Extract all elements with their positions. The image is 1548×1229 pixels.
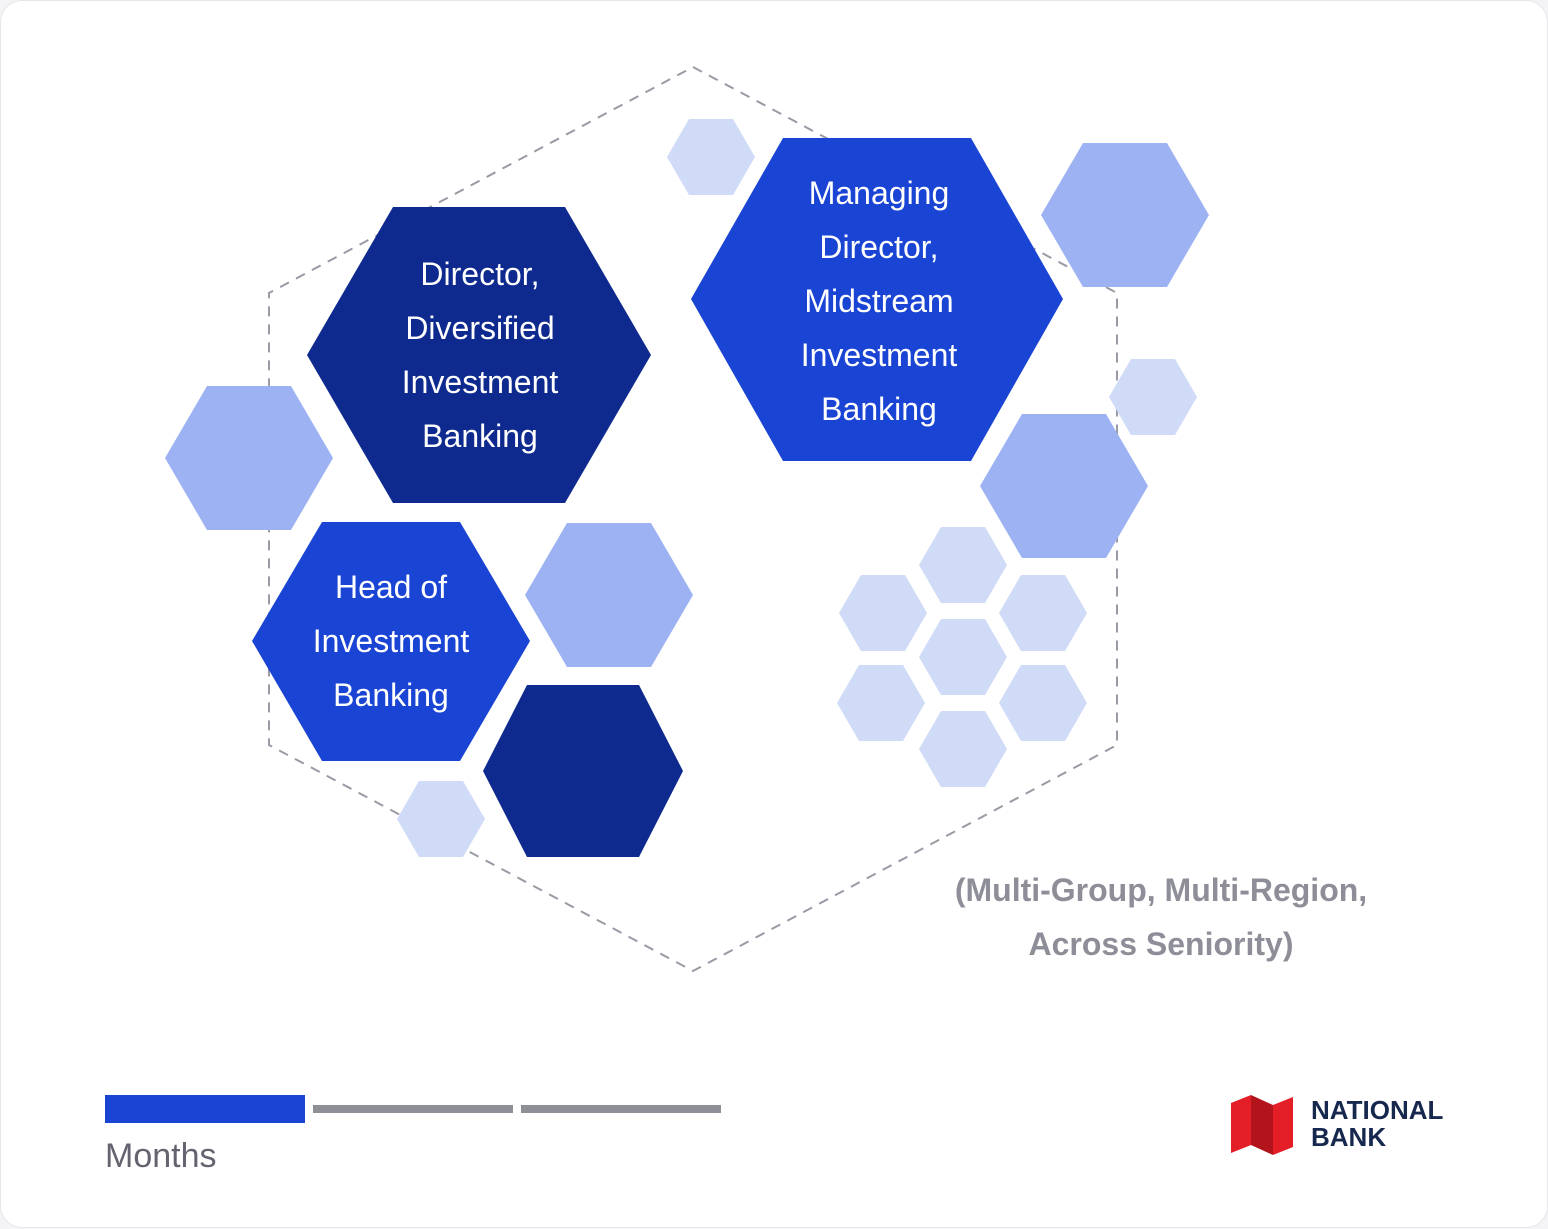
pale-hexagon xyxy=(1109,359,1197,435)
periwinkle-hexagon xyxy=(525,523,693,667)
pale-hexagon xyxy=(667,119,755,195)
cluster-hexagon xyxy=(839,575,927,651)
logo-wordmark: NATIONAL BANK xyxy=(1311,1097,1443,1151)
role-label-line: Investment xyxy=(801,337,958,373)
role-label-line: Head of xyxy=(335,569,447,605)
national-bank-flag-icon xyxy=(1231,1095,1293,1155)
cluster-hexagon xyxy=(999,665,1087,741)
role-label-line: Managing xyxy=(809,175,950,211)
progress-segment xyxy=(313,1105,513,1113)
role-label-line: Banking xyxy=(422,418,538,454)
role-label-line: Investment xyxy=(313,623,470,659)
cluster-hexagon xyxy=(919,711,1007,787)
navy-hexagon xyxy=(483,685,683,857)
role-label-line: Investment xyxy=(402,364,559,400)
role-label-line: Director, xyxy=(420,256,539,292)
cluster-hexagon xyxy=(919,619,1007,695)
dashed-outline-hexagon xyxy=(268,65,1118,973)
periwinkle-hexagon xyxy=(1041,143,1209,287)
role-hexagon-managing-director: Managing Director, Midstream Investment … xyxy=(691,138,1063,461)
logo-line: BANK xyxy=(1311,1122,1387,1152)
caption-line: Across Seniority) xyxy=(1028,926,1294,962)
periwinkle-hexagon xyxy=(165,386,333,530)
timeline-label: Months xyxy=(105,1137,217,1175)
cluster-hexagon xyxy=(999,575,1087,651)
role-label-line: Banking xyxy=(333,677,449,713)
role-label-line: Diversified xyxy=(405,310,554,346)
cluster-hexagon xyxy=(837,665,925,741)
progress-segment-active xyxy=(105,1095,305,1123)
role-label-line: Midstream xyxy=(804,283,953,319)
caption-line: (Multi-Group, Multi-Region, xyxy=(954,872,1368,908)
logo-line: NATIONAL xyxy=(1311,1095,1444,1125)
role-hexagon-director: Director, Diversified Investment Banking xyxy=(307,207,651,503)
scope-caption: (Multi-Group, Multi-Region, Across Senio… xyxy=(901,863,1421,971)
cluster-hexagon xyxy=(919,527,1007,603)
periwinkle-hexagon xyxy=(980,414,1148,558)
progress-segment xyxy=(521,1105,721,1113)
role-label-line: Banking xyxy=(821,391,937,427)
role-label-line: Director, xyxy=(819,229,938,265)
role-hexagon-head-of-ib: Head of Investment Banking xyxy=(252,522,530,761)
pale-hexagon xyxy=(397,781,485,857)
